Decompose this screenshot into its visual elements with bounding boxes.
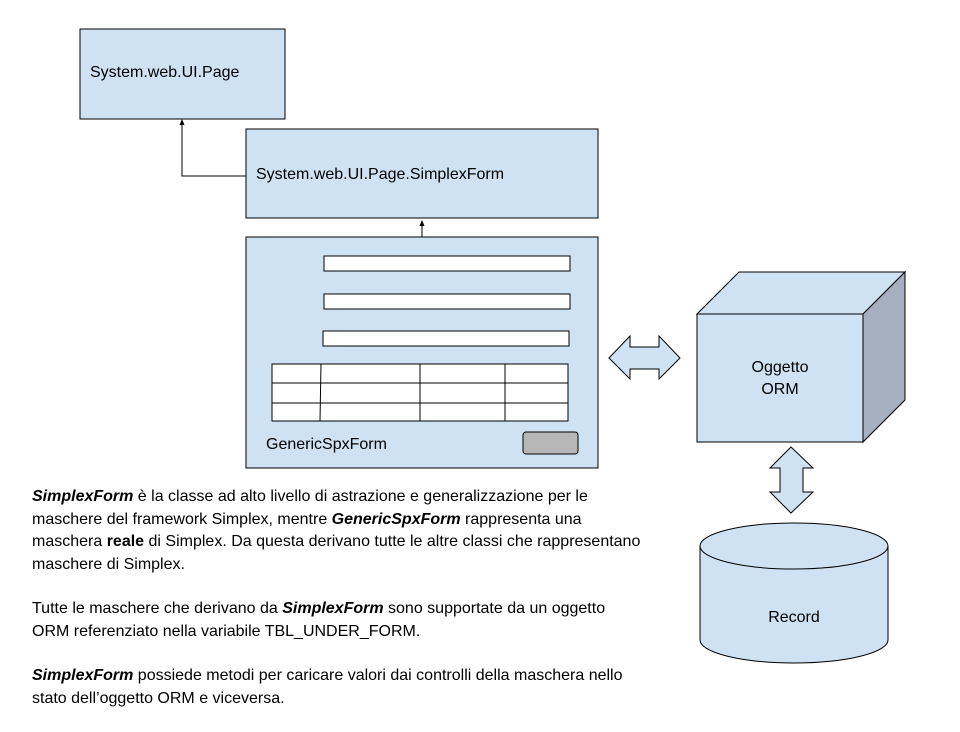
- inherit-arrowhead-simplex: [419, 220, 425, 226]
- description-text: Tutte le maschere che derivano da: [32, 600, 283, 617]
- form-button: [522, 431, 579, 455]
- form-field-2: [323, 293, 571, 310]
- simplex-form-class-label: System.web.UI.Page.SimplexForm: [256, 166, 505, 183]
- description-paragraph-3: SimplexForm possiede metodi per caricare…: [32, 665, 642, 710]
- orm-cube: [695, 270, 907, 444]
- inherit-connector-page: [181, 122, 246, 177]
- record-label: Record: [768, 609, 820, 626]
- term-simplexform: SimplexForm: [32, 488, 134, 505]
- description-text: rappresenta una maschera: [32, 510, 582, 551]
- description-paragraph-1: SimplexForm è la classe ad alto livello …: [32, 486, 642, 576]
- orm-label-line1: Oggetto: [751, 359, 809, 376]
- form-field-1: [323, 255, 571, 272]
- form-orm-double-arrow: [608, 334, 681, 381]
- record-cylinder: [699, 522, 889, 664]
- term-reale: reale: [106, 533, 145, 550]
- simplex-form-class-box: [245, 128, 599, 219]
- term-genericspxform: GenericSpxForm: [331, 510, 461, 528]
- page-class-box: [79, 28, 286, 120]
- orm-label: Oggetto ORM: [697, 357, 863, 401]
- page-class-label: System.web.UI.Page: [90, 64, 240, 81]
- description-text: è la classe ad alto livello di astrazion…: [32, 488, 588, 528]
- description-text: sono supportate da un oggetto ORM refere…: [32, 600, 606, 640]
- description-text: di Simplex. Da questa derivano tutte le …: [32, 533, 641, 573]
- inherit-arrowhead-page: [179, 119, 185, 125]
- description: SimplexForm è la classe ad alto livello …: [32, 486, 642, 732]
- description-paragraph-2: Tutte le maschere che derivano da Simple…: [32, 598, 642, 643]
- generic-form-box: [245, 236, 599, 469]
- term-simplexform: SimplexForm: [32, 667, 134, 684]
- orm-label-line2: ORM: [761, 381, 799, 398]
- form-grid: [271, 363, 569, 422]
- term-simplexform: SimplexForm: [282, 600, 384, 617]
- description-text: possiede metodi per caricare valori dai …: [32, 667, 623, 707]
- orm-record-double-arrow: [768, 446, 815, 514]
- form-field-3: [322, 330, 570, 347]
- generic-form-label: GenericSpxForm: [266, 436, 387, 453]
